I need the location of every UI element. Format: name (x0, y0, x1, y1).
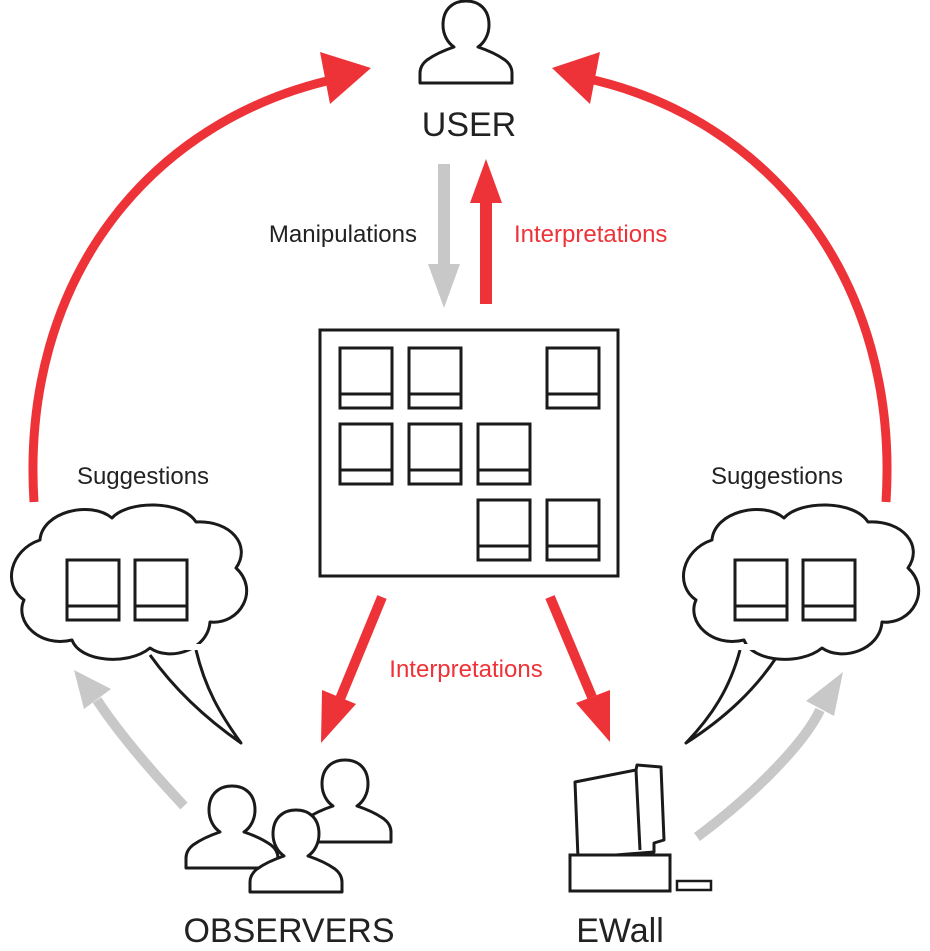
arc-left-to-user (28, 52, 371, 503)
board-to-observers-arrow (321, 595, 387, 743)
manipulations-arrow (428, 164, 460, 308)
ewall-computer-icon (568, 763, 713, 893)
right-suggestion-cloud (681, 503, 921, 745)
observers-icon (184, 758, 393, 894)
interpretations-label-bottom: Interpretations (389, 656, 542, 683)
board-card (476, 422, 532, 486)
suggestion-card (133, 558, 189, 622)
ewall-label: EWall (576, 912, 664, 950)
board-card (407, 346, 463, 410)
arc-right-to-user (552, 52, 892, 503)
user-icon (418, 0, 514, 85)
user-label: USER (422, 106, 516, 144)
suggestion-card (733, 558, 789, 622)
interpretations-label-top: Interpretations (514, 221, 667, 248)
observer-person (184, 784, 280, 870)
suggestion-card (801, 558, 857, 622)
suggestions-label-right: Suggestions (711, 463, 843, 490)
suggestion-card (65, 558, 121, 622)
observers-label: OBSERVERS (183, 912, 394, 950)
board-card (545, 498, 601, 562)
board-card (407, 422, 463, 486)
interpretations-up-arrow (470, 159, 502, 304)
board-card (545, 346, 601, 410)
board-card (476, 498, 532, 562)
board (318, 328, 620, 578)
board-card (338, 422, 394, 486)
manipulations-label: Manipulations (269, 221, 417, 248)
left-suggestion-cloud (9, 503, 249, 745)
board-to-ewall-arrow (545, 595, 610, 742)
observers-to-cloud-arrow (74, 670, 188, 810)
board-card (338, 346, 394, 410)
suggestions-label-left: Suggestions (77, 463, 209, 490)
ewall-to-cloud-arrow (694, 672, 843, 842)
